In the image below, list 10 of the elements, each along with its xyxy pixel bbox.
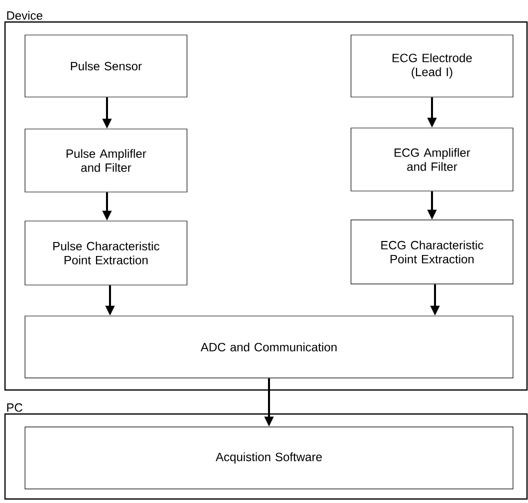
- process-box: ECG Electrode (Lead I): [350, 34, 514, 98]
- process-box: ADC and Communication: [24, 316, 514, 378]
- process-box: Acquistion Software: [24, 426, 514, 490]
- process-box: ECG Characteristic Point Extraction: [350, 220, 514, 284]
- process-box: Pulse Sensor: [24, 34, 188, 98]
- process-box: Pulse Characteristic Point Extraction: [24, 220, 188, 286]
- node-label: PC: [7, 403, 22, 412]
- process-box: Pulse Amplifler and Filter: [24, 128, 188, 192]
- node-label: Device: [7, 10, 42, 20]
- process-box: ECG Amplifler and Filter: [350, 128, 514, 192]
